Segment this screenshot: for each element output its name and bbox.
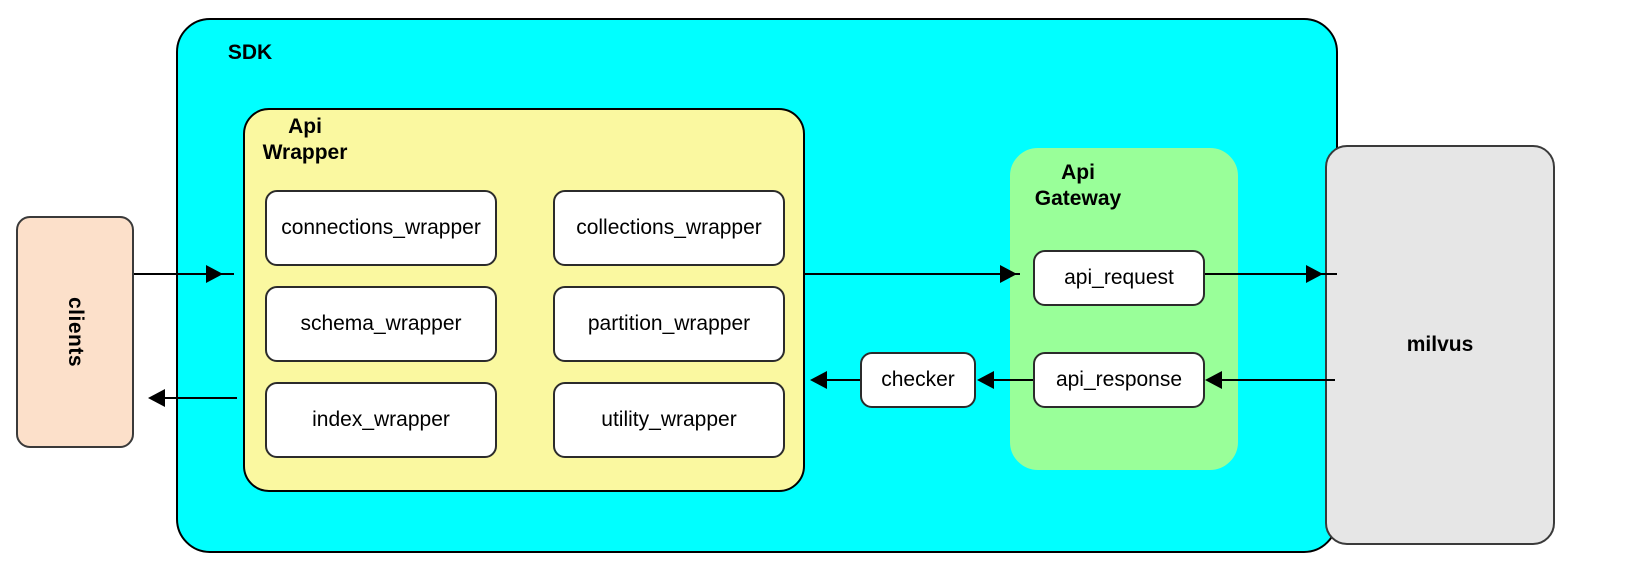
node-label: schema_wrapper	[300, 312, 462, 335]
edge-api-response-to-checker	[994, 379, 1033, 381]
node-label: collections_wrapper	[576, 216, 762, 239]
node-collections-wrapper[interactable]: collections_wrapper	[553, 190, 785, 266]
node-connections-wrapper[interactable]: connections_wrapper	[265, 190, 497, 266]
edge-milvus-to-api-response	[1222, 379, 1335, 381]
node-checker[interactable]: checker	[860, 352, 976, 408]
api-gateway-container[interactable]	[1010, 148, 1238, 470]
arrowhead-api-wrapper-to-clients	[148, 389, 165, 407]
node-label: api_response	[1055, 368, 1183, 391]
clients-label: clients	[64, 296, 87, 368]
arrowhead-api-request-to-milvus	[1306, 265, 1323, 283]
edge-api-wrapper-to-api-request	[805, 273, 1020, 275]
arrowhead-api-response-to-checker	[977, 371, 994, 389]
node-utility-wrapper[interactable]: utility_wrapper	[553, 382, 785, 458]
edge-checker-to-api-wrapper	[827, 379, 860, 381]
node-schema-wrapper[interactable]: schema_wrapper	[265, 286, 497, 362]
node-label: partition_wrapper	[587, 312, 751, 335]
node-index-wrapper[interactable]: index_wrapper	[265, 382, 497, 458]
milvus-label: milvus	[1406, 333, 1474, 356]
node-label: index_wrapper	[312, 408, 450, 431]
milvus-node[interactable]: milvus	[1325, 145, 1555, 545]
edge-api-wrapper-to-clients	[165, 397, 237, 399]
edge-api-request-to-milvus	[1205, 273, 1337, 275]
node-label: connections_wrapper	[281, 216, 481, 239]
api-wrapper-label: Api Wrapper	[262, 115, 348, 164]
sdk-container-label: SDK	[227, 41, 273, 64]
edge-clients-to-api-wrapper	[134, 273, 234, 275]
arrowhead-checker-to-api-wrapper	[810, 371, 827, 389]
clients-node[interactable]: clients	[16, 216, 134, 448]
arrowhead-clients-to-api-wrapper	[206, 265, 223, 283]
arrowhead-api-wrapper-to-api-request	[1000, 265, 1017, 283]
node-api-response[interactable]: api_response	[1033, 352, 1205, 408]
node-api-request[interactable]: api_request	[1033, 250, 1205, 306]
node-label: api_request	[1064, 266, 1174, 289]
node-label: checker	[881, 368, 955, 391]
arrowhead-milvus-to-api-response	[1205, 371, 1222, 389]
api-gateway-label: Api Gateway	[1034, 161, 1122, 210]
node-label: utility_wrapper	[601, 408, 737, 431]
node-partition-wrapper[interactable]: partition_wrapper	[553, 286, 785, 362]
